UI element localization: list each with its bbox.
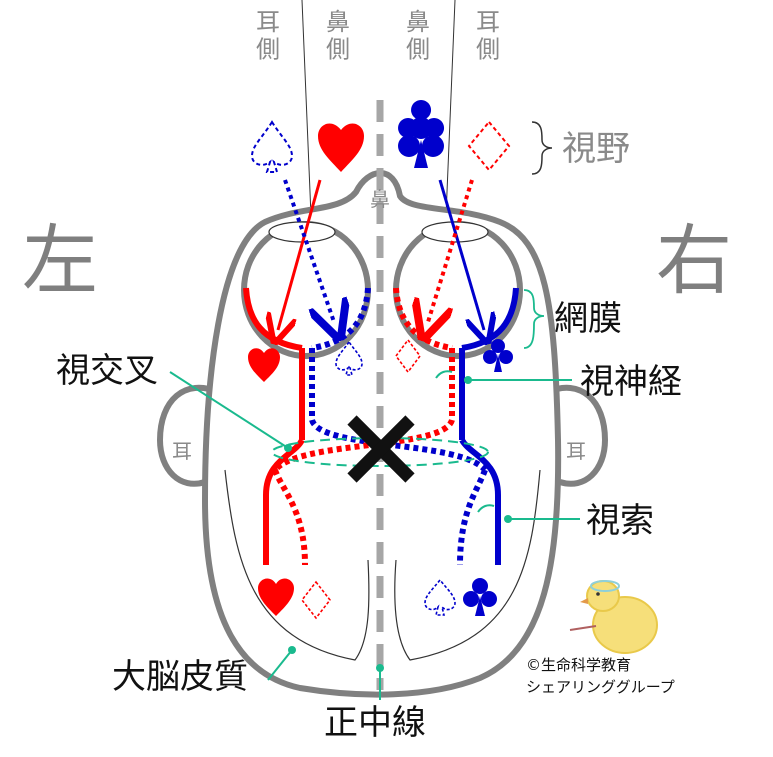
left-ear-label: 耳 — [172, 439, 192, 463]
arrow-heart-to-left-eye — [278, 179, 322, 330]
left-retina-blue — [311, 287, 371, 351]
right-tract-blue-dotted — [457, 468, 488, 566]
cross-red-to-left — [272, 418, 455, 473]
optic-tract-marker — [477, 504, 495, 513]
retina-diamond-icon — [395, 338, 421, 374]
cross-mark-b — [347, 415, 415, 483]
retina-club-left — [483, 350, 497, 364]
cortex-club-stem — [475, 596, 485, 616]
cortex-line-left — [224, 469, 370, 661]
optic-tract-label: 視索 — [586, 501, 654, 541]
left-tract-red-solid — [263, 438, 305, 565]
left-tract-red-dotted — [272, 468, 308, 566]
field-spade-icon — [250, 120, 294, 173]
right-ear-shape — [546, 384, 609, 487]
cortex-club-top — [472, 578, 488, 594]
retina-heart-icon — [248, 348, 280, 382]
nose-label: 鼻 — [370, 187, 390, 211]
right-ear-label: 耳 — [566, 439, 586, 463]
left-side-label: 左 — [22, 216, 98, 305]
top-side-labels: 耳側 鼻側 鼻側 耳側 — [256, 8, 500, 64]
leader-optic-nerve-dot — [464, 376, 472, 384]
field-line-left — [301, 0, 313, 241]
retina-brace — [523, 289, 545, 349]
right-tract-blue-solid — [459, 438, 501, 565]
field-diamond-icon — [467, 120, 511, 172]
retina-label: 網膜 — [554, 299, 622, 339]
optic-nerve-label: 視神経 — [580, 362, 682, 402]
leader-optic-tract-dot — [504, 515, 512, 523]
field-heart-icon — [318, 123, 364, 172]
leader-cortex-dot — [288, 646, 296, 654]
retina-club-right — [499, 350, 513, 364]
retina-club-stem — [494, 354, 502, 372]
chick-mascot-logo — [569, 580, 658, 654]
leader-cortex — [267, 649, 293, 681]
top-nose-left-label: 鼻側 — [326, 8, 350, 64]
top-nose-right-label: 鼻側 — [406, 8, 430, 64]
top-ear-left-label: 耳側 — [256, 8, 280, 64]
arrow-spade-to-left-eye — [283, 179, 334, 322]
field-club-right — [422, 135, 444, 157]
right-retina-red — [393, 287, 453, 351]
cross-blue-to-right — [309, 418, 488, 473]
optic-chiasm-label: 視交叉 — [56, 351, 158, 391]
retina-club-top — [491, 339, 505, 353]
cortex-club-left — [463, 591, 479, 607]
arrow-diamond-to-right-eye — [428, 179, 474, 322]
cortex-heart-icon — [258, 578, 294, 616]
credit-line-2: シェアリンググループ — [526, 678, 675, 696]
field-club-top — [410, 117, 432, 139]
cerebral-cortex-label: 大脳皮質 — [112, 657, 248, 697]
cortex-diamond-icon — [300, 580, 332, 620]
leader-chiasm — [169, 371, 289, 449]
cortex-club-right — [481, 591, 497, 607]
optic-nerve-marker — [435, 370, 453, 379]
leader-midline-dot — [376, 664, 384, 672]
cortex-spade-icon — [424, 578, 456, 616]
top-ear-right-label: 耳側 — [476, 8, 500, 64]
credit-line-1: ©生命科学教育 — [526, 656, 631, 674]
field-club-stem — [414, 140, 428, 168]
retina-spade-icon — [335, 340, 363, 376]
chiasm-highlight — [271, 437, 489, 467]
midline-label: 正中線 — [324, 703, 426, 743]
leader-chiasm-dot — [284, 444, 292, 452]
cortex-line-right — [394, 469, 541, 661]
visual-field-label: 視野 — [562, 129, 630, 169]
arrow-club-to-right-eye — [438, 179, 484, 330]
visual-field-brace — [531, 121, 553, 175]
field-club-left — [398, 135, 420, 157]
right-side-label: 右 — [656, 216, 732, 305]
